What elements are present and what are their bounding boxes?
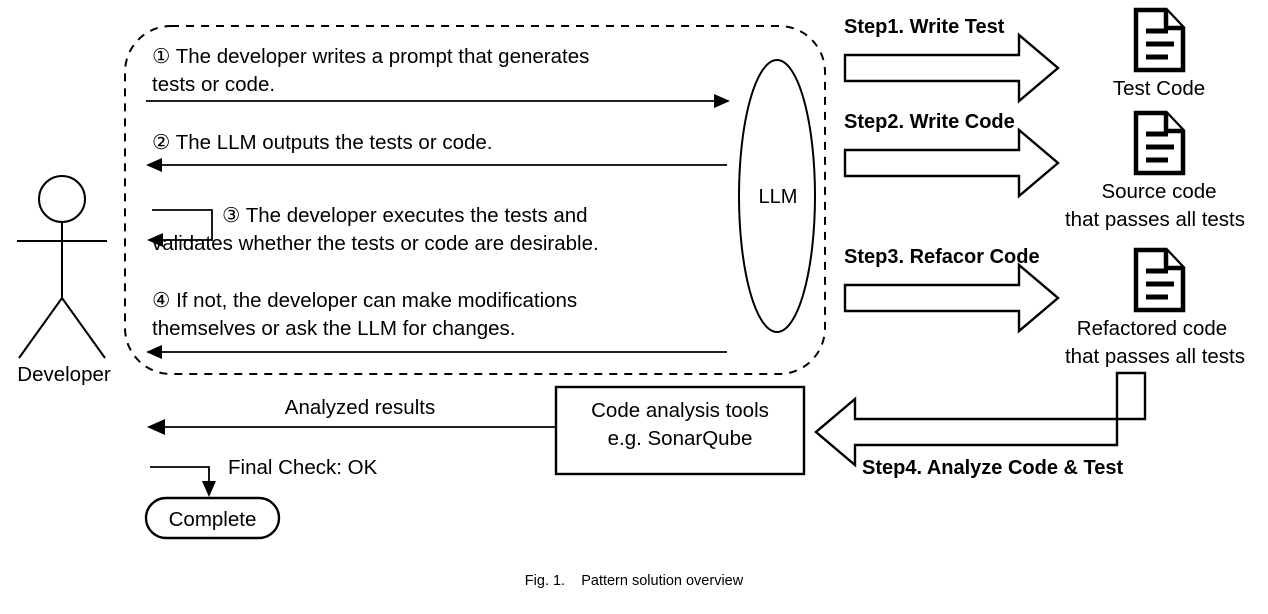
interaction-step-2-line1: ② The LLM outputs the tests or code. — [152, 131, 493, 154]
interaction-step-4-line2: themselves or ask the LLM for changes. — [152, 317, 516, 340]
code-analysis-tools-box — [554, 385, 806, 476]
interaction-step-4-line1: ④ If not, the developer can make modific… — [152, 289, 578, 312]
code-analysis-tools-line2: e.g. SonarQube — [607, 427, 753, 450]
document-icon-source-code — [1133, 110, 1186, 176]
block-arrow-step-2 — [843, 127, 1060, 199]
pipeline-step-3-label: Step3. Refacor Code — [844, 246, 1040, 268]
block-arrow-step-4 — [814, 371, 1147, 468]
pipeline-step-1-label: Step1. Write Test — [844, 16, 1005, 38]
arrow-llm-to-developer-2 — [146, 158, 727, 172]
artifact-label-refactored-code-line2: that passes all tests — [1064, 345, 1246, 368]
interaction-step-1-line1: ① The developer writes a prompt that gen… — [152, 45, 590, 68]
pipeline-step-2-label: Step2. Write Code — [844, 111, 1015, 133]
arrow-developer-to-llm-1 — [146, 94, 730, 108]
llm-node — [738, 59, 816, 333]
complete-terminal-node — [144, 496, 281, 540]
block-arrow-step-1 — [843, 32, 1060, 104]
developer-actor-icon — [17, 175, 107, 359]
llm-node-label: LLM — [758, 186, 798, 208]
interaction-step-3-line1: ③ The developer executes the tests and — [222, 204, 588, 227]
arrow-developer-self-loop-3 — [147, 209, 213, 247]
document-icon-test-code — [1133, 7, 1186, 73]
dashed-interaction-region — [124, 25, 826, 375]
artifact-label-test-code: Test Code — [1112, 77, 1206, 100]
document-icon-refactored-code — [1133, 247, 1186, 313]
artifact-label-source-code-line1: Source code — [1101, 180, 1217, 203]
code-analysis-tools-line1: Code analysis tools — [591, 399, 769, 422]
final-check-label: Final Check: OK — [228, 456, 378, 479]
arrow-final-check — [150, 466, 216, 497]
interaction-step-3-line2: validates whether the tests or code are … — [152, 232, 599, 255]
pipeline-step-4-label: Step4. Analyze Code & Test — [862, 457, 1124, 479]
developer-actor-label: Developer — [17, 363, 111, 386]
arrow-llm-to-developer-4 — [146, 345, 727, 359]
complete-terminal-label: Complete — [168, 508, 257, 531]
figure-caption: Fig. 1. Pattern solution overview — [524, 573, 744, 589]
arrow-analyzed-results — [147, 419, 556, 435]
artifact-label-source-code-line2: that passes all tests — [1064, 208, 1246, 231]
interaction-step-1-line2: tests or code. — [152, 73, 276, 96]
artifact-label-refactored-code-line1: Refactored code — [1076, 317, 1228, 340]
block-arrow-step-3 — [843, 262, 1060, 334]
analyzed-results-label: Analyzed results — [284, 396, 436, 419]
